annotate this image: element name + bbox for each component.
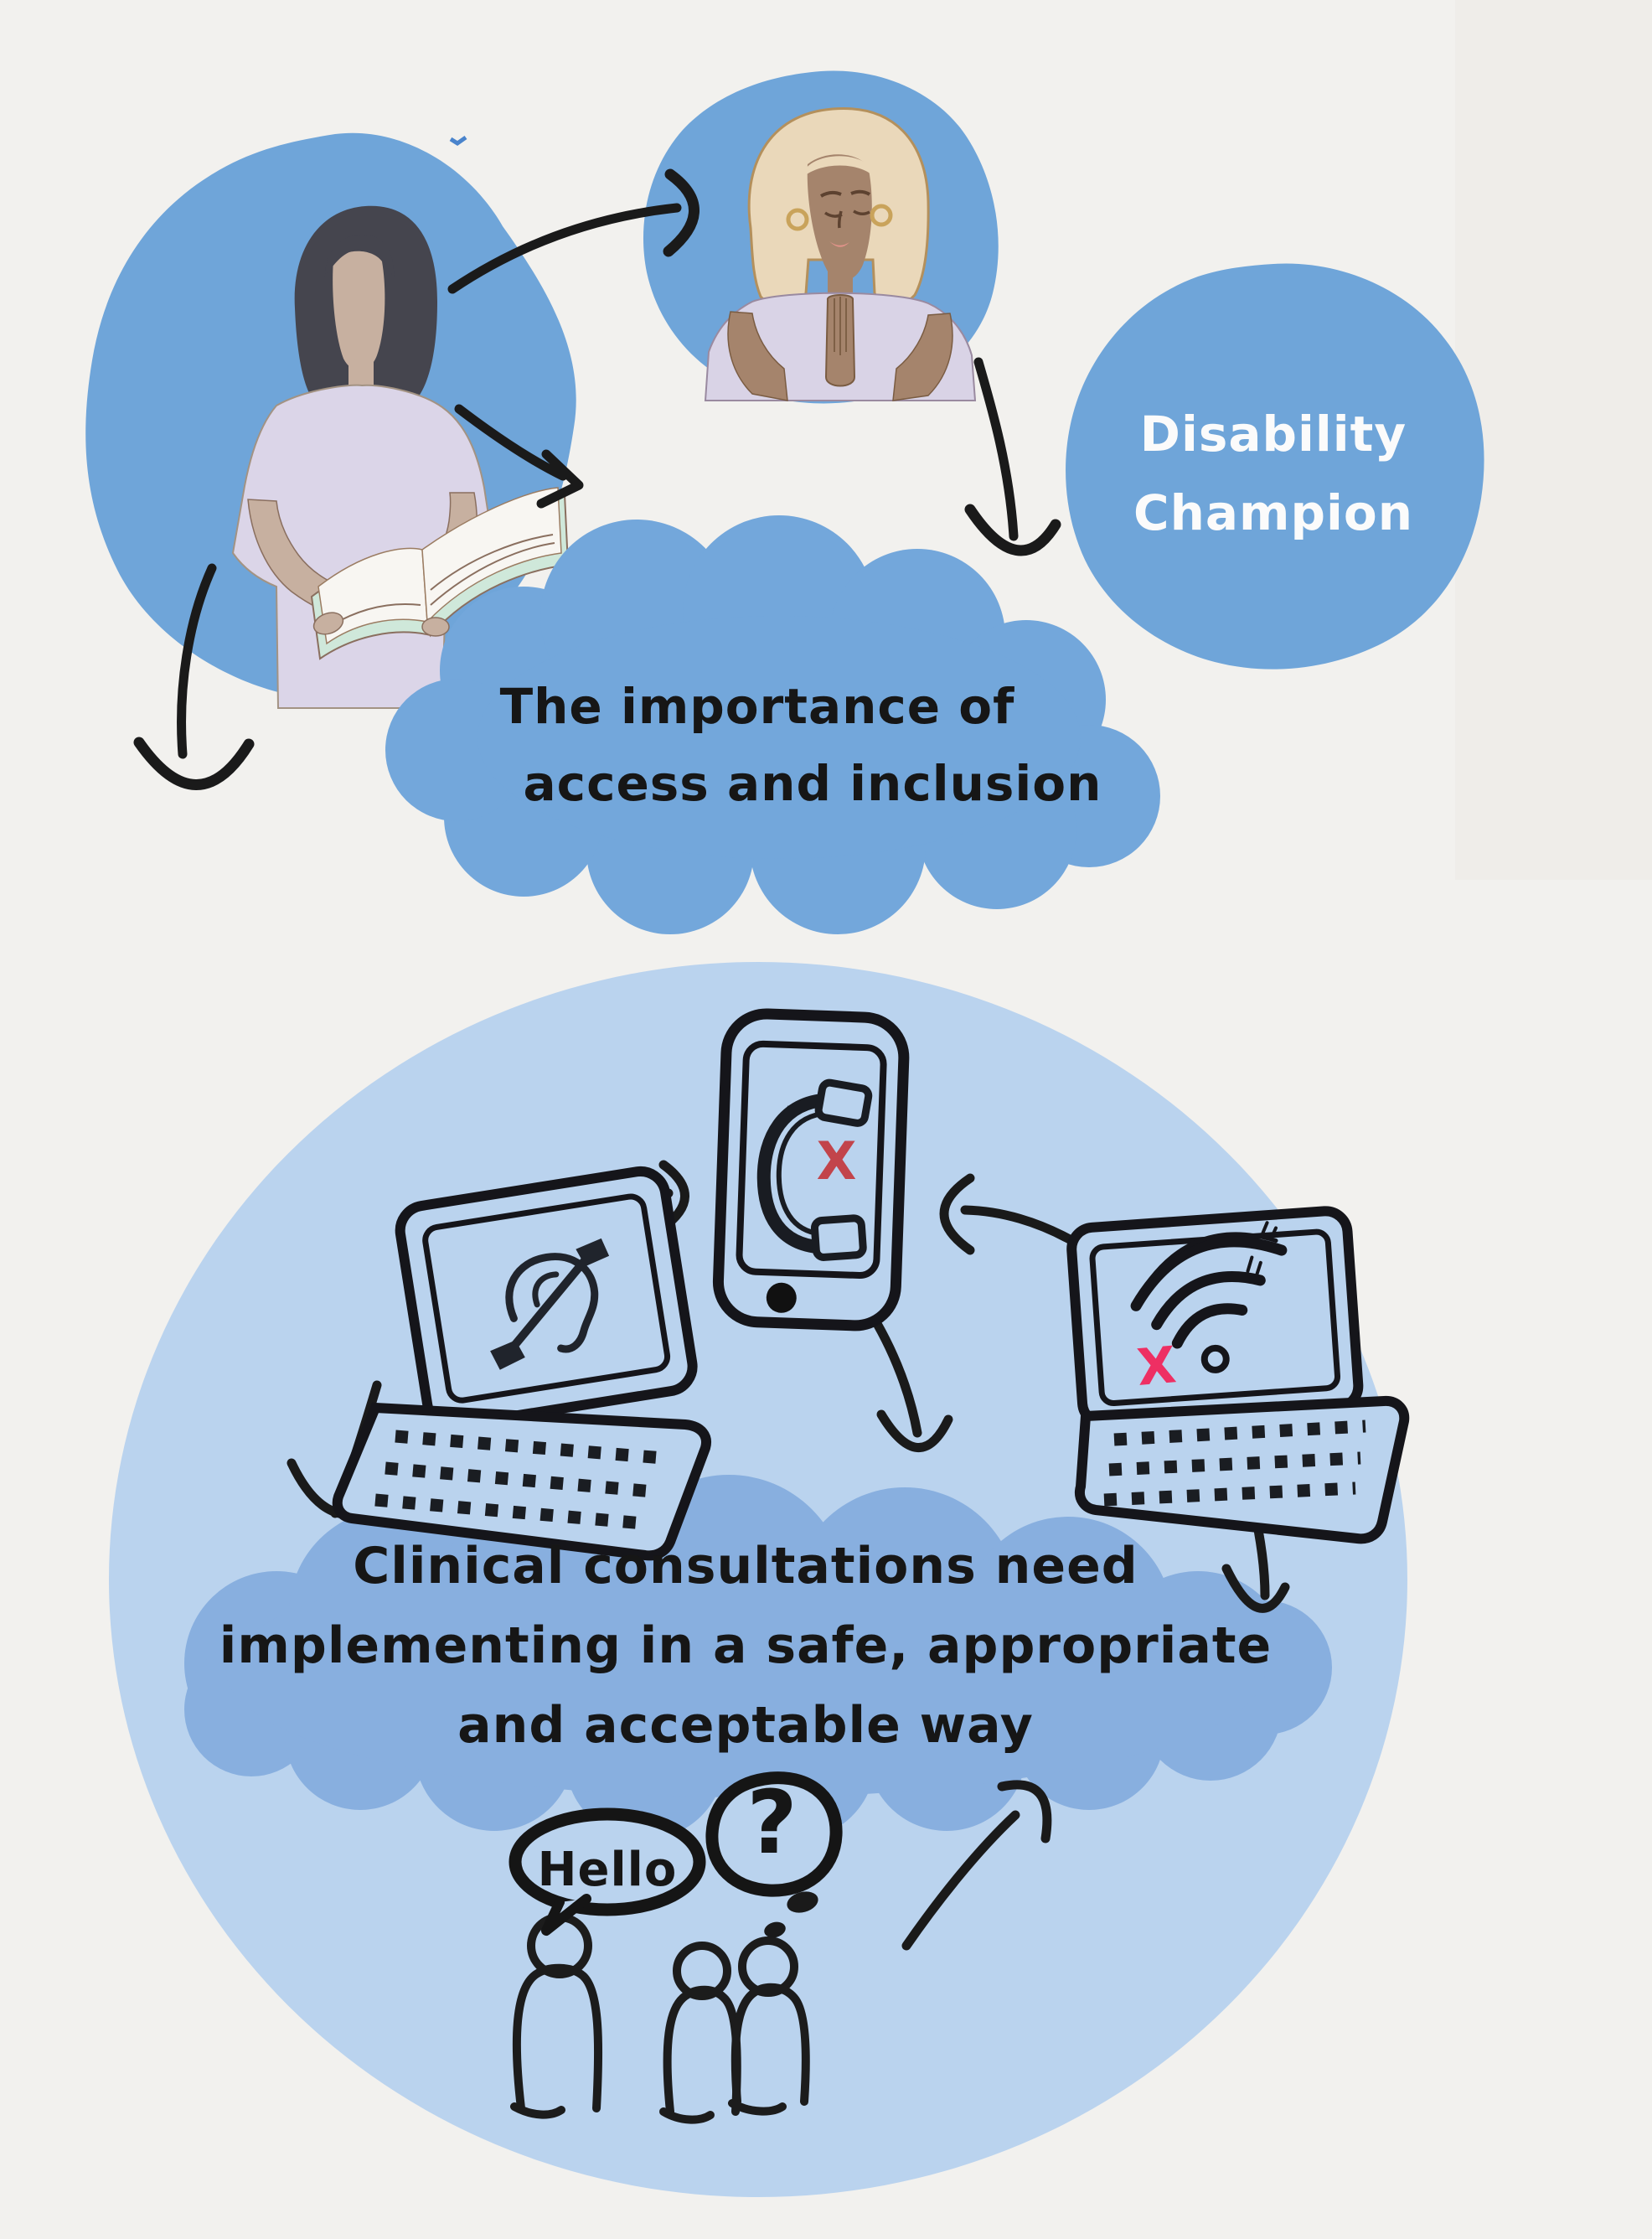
hearing-laptop-screen-inner [422,1193,671,1404]
headphone-cup-top [814,1078,873,1127]
arrow-phone-down-head [876,1409,953,1452]
hearing-loop-icon [490,1238,610,1370]
people-group [510,1913,810,2124]
top-arrows [133,168,1061,790]
laptop-wifi [1066,1206,1410,1544]
consultation-cloud-text: Clinical consultations need implementing… [209,1527,1282,1765]
reader-face [333,251,385,370]
importance-cloud-shape [385,515,1160,934]
reader-neck [348,352,374,390]
earring-left [786,208,809,231]
headphone-cup-bottom [810,1214,867,1261]
paper-texture-strip [1455,0,1652,880]
person-1-base [510,2102,565,2119]
consultation-line-2: implementing in a safe, appropriate [219,1616,1273,1675]
champion-badge-blob [1066,263,1484,670]
thought-dot-2 [764,1921,786,1938]
book-pages-right [421,487,562,623]
earring-right [870,204,893,227]
arrow-to-badge-shaft [973,357,1019,541]
consultation-line-1: Clinical consultations need [353,1537,1138,1595]
speech-bubble-text: Hello [537,1843,678,1897]
wifi-laptop-keyboard [1075,1395,1410,1544]
arrow-people-up-shaft [901,1810,1020,1951]
speech-bubble-tail [541,1894,591,1936]
reader-hand-2 [421,617,450,637]
arrow-to-cloud-shaft [454,404,568,481]
hearing-laptop-keys [374,1430,664,1530]
laptop-hearing-loop [332,1166,711,1561]
praying-lips [829,241,849,247]
arrow-people-up-head [997,1780,1052,1843]
thought-bubble [705,1771,843,1938]
importance-cloud-text: The importance of access and inclusion [427,669,1148,822]
speech-bubble [509,1807,706,1936]
arrow-wifi-to-phone-head [939,1173,975,1255]
phone-home-button [766,1282,797,1313]
arrow-to-cloud-head [536,449,584,509]
headphones-icon [756,1078,873,1261]
woman-praying-figure [704,106,977,401]
wifi-x-mark: X [1134,1336,1180,1398]
person-3-body [730,1983,810,2106]
praying-fringe [801,156,876,179]
praying-neck [828,260,853,297]
arrow-right-down-head [1221,1564,1290,1613]
person-1-body [512,1963,603,2112]
person-2-base [659,2107,715,2124]
arrow-down-left-head [133,737,255,790]
badge-line-2: Champion [1133,483,1413,541]
arrow-to-badge-head [964,504,1061,556]
headphone-sketch-mark [782,1105,799,1118]
reader-fringe [325,235,395,278]
arrow-down-left-shaft [177,563,217,759]
praying-eyebrows [819,189,871,198]
arrow-wifi-to-phone-shaft [960,1205,1079,1247]
importance-line-2: access and inclusion [523,754,1102,812]
importance-line-1: The importance of [499,678,1015,735]
reader-hand [312,612,344,635]
praying-closed-eyes [823,209,870,229]
wifi-icon [1130,1221,1288,1373]
champion-badge-text: Disability Champion [1133,396,1413,553]
consultation-line-3: and acceptable way [457,1695,1034,1755]
thought-bubble-text: ? [746,1771,798,1874]
person-3-head [738,1937,798,1997]
arrow-reader-to-champion-head [663,168,700,257]
badge-line-1: Disability [1139,406,1407,463]
thought-dot-1 [787,1891,818,1913]
praying-arm-left [727,311,788,401]
phone-x-mark: X [816,1130,858,1192]
woman-reading-figure [231,205,570,709]
phone-screen [736,1040,887,1280]
arrow-reader-to-champion-shaft [447,203,682,294]
praying-finger-lines [834,297,847,355]
person-2-head [673,1942,731,2000]
person-3-base [728,2099,787,2116]
smartphone-device [712,1008,910,1332]
small-blue-tick [449,135,467,146]
hearing-laptop-screen [395,1166,698,1431]
praying-arm-right [892,313,953,401]
